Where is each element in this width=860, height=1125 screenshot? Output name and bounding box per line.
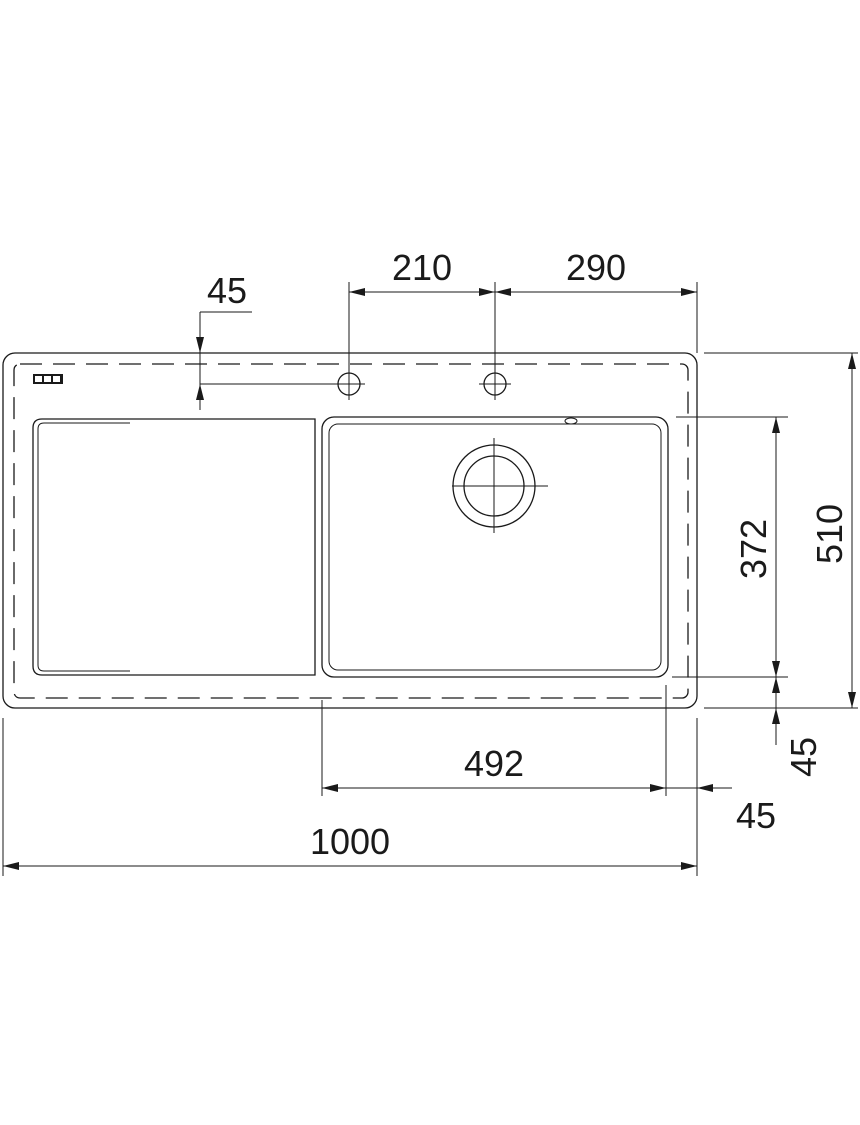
waste-outlet-icon <box>452 438 548 533</box>
dim-overall-width: 1000 <box>2 718 698 876</box>
tap-hole-right-icon <box>479 368 511 400</box>
bowl-inner-outline <box>328 423 662 671</box>
dim-front-margin: 45 <box>772 677 824 777</box>
overflow-slot-icon <box>564 417 578 425</box>
dim-tap-hole-offset: 45 <box>196 270 333 410</box>
dim-top-chain: 210 290 <box>348 247 698 368</box>
dim-bowl-depth-label: 372 <box>733 519 774 579</box>
dim-right-margin-label: 45 <box>736 795 776 836</box>
sink-outer-outline <box>2 352 698 709</box>
dim-overall-width-label: 1000 <box>310 821 390 862</box>
dim-tap-hole-spacing-label: 210 <box>392 247 452 288</box>
drainer-board-outline <box>32 418 316 676</box>
dim-tap-hole-offset-label: 45 <box>207 270 247 311</box>
dim-tap-hole-to-right-edge-label: 290 <box>566 247 626 288</box>
tap-hole-left-icon <box>333 368 365 400</box>
dim-bowl-width-label: 492 <box>464 743 524 784</box>
dim-front-margin-label: 45 <box>783 737 824 777</box>
drainer-board-inner-edge <box>37 422 130 672</box>
brand-logo-icon <box>33 374 63 384</box>
dim-overall-depth-label: 510 <box>809 504 850 564</box>
dim-overall-depth: 510 <box>704 352 858 709</box>
cutout-dashed-line <box>13 363 689 699</box>
bowl-outline <box>321 416 669 678</box>
dim-bowl-width: 492 45 <box>321 685 776 836</box>
dim-bowl-depth: 372 <box>672 416 788 678</box>
